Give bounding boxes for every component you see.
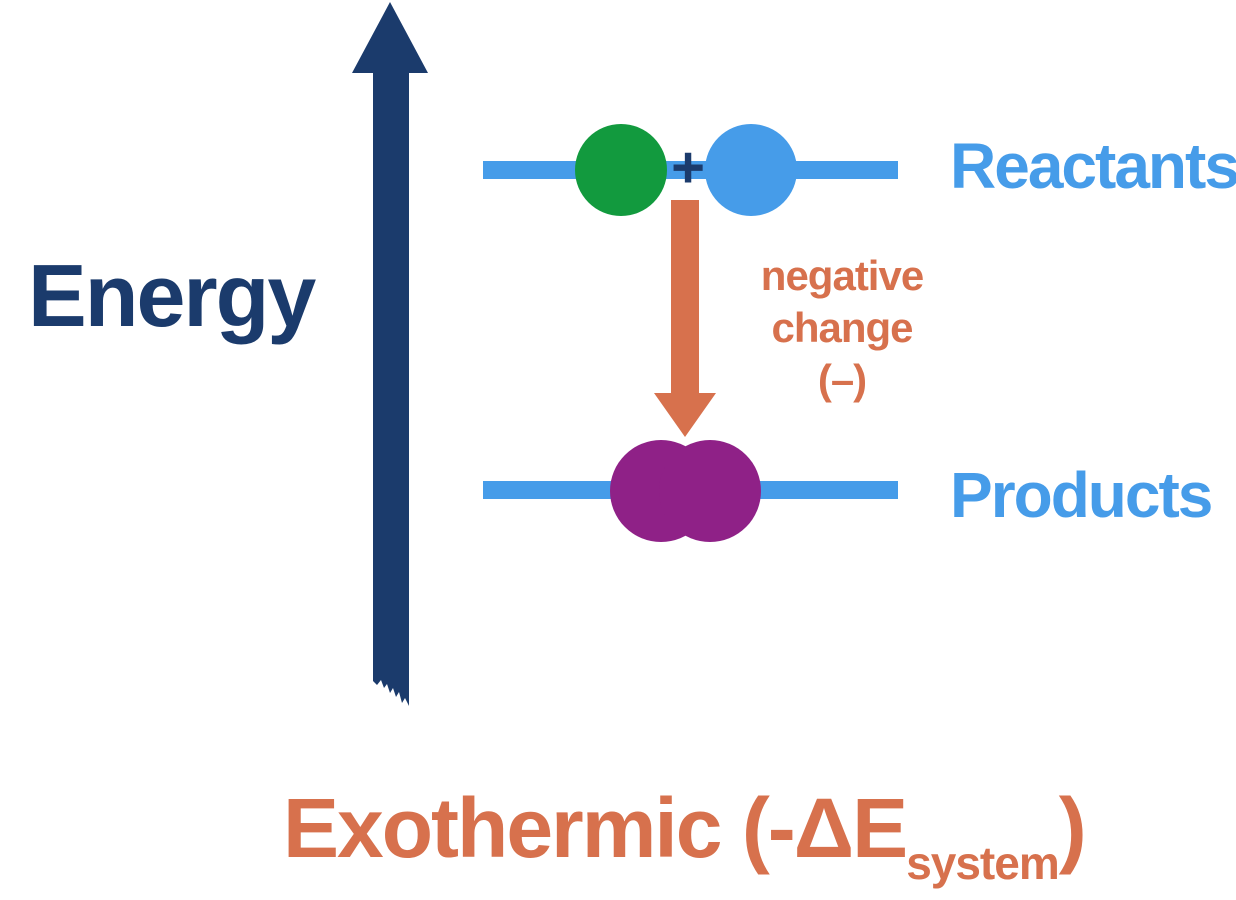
product-molecule: [610, 440, 761, 542]
caption-prefix: Exothermic (-ΔE: [283, 781, 908, 875]
reactant-atom-green: [575, 124, 667, 216]
reactants-label: Reactants: [950, 130, 1236, 202]
energy-change-line1: negative: [760, 252, 924, 299]
caption-subscript: system: [906, 837, 1060, 889]
plus-sign: +: [671, 135, 705, 200]
energy-change-line3: (–): [817, 356, 867, 403]
energy-decrease-arrow: [654, 200, 716, 437]
product-atom-right: [659, 440, 761, 542]
energy-change-annotation: negative change (–): [742, 250, 942, 406]
energy-axis-arrow: [352, 2, 428, 706]
reactant-atom-blue: [705, 124, 797, 216]
energy-change-line2: change: [771, 304, 913, 351]
energy-axis-label: Energy: [28, 246, 316, 345]
exothermic-caption: Exothermic (-ΔEsystem): [283, 786, 1087, 886]
products-label: Products: [950, 459, 1213, 531]
energy-decrease-arrow-shape: [654, 200, 716, 437]
energy-axis-arrow-shape: [352, 2, 428, 706]
caption-suffix: ): [1058, 781, 1087, 875]
